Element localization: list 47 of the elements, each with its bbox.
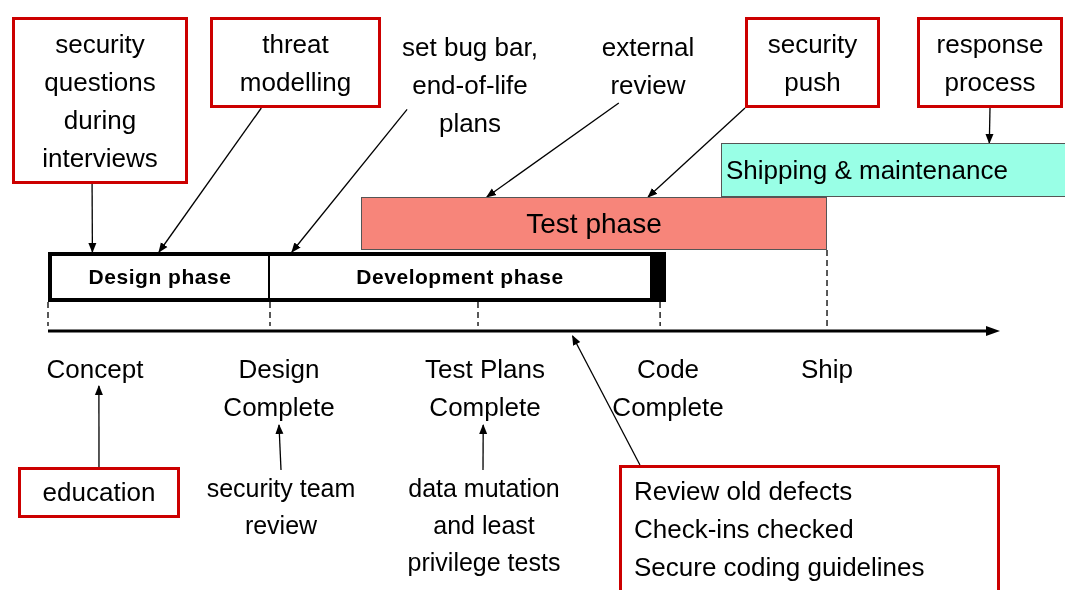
dashed-line xyxy=(659,301,661,327)
arrow xyxy=(479,424,488,471)
node-text: Code Complete xyxy=(611,353,725,424)
node-text: Test phase xyxy=(526,206,662,241)
node-text: Shipping & maintenance xyxy=(726,153,1008,187)
callout-box xyxy=(210,17,381,108)
dashed-line xyxy=(269,301,271,327)
node-text: Review old defects xyxy=(634,475,853,508)
phase-bar xyxy=(268,252,666,302)
callout-box xyxy=(18,467,180,518)
callout-box xyxy=(619,465,1000,590)
timeline-axis xyxy=(48,326,1000,336)
arrow xyxy=(291,108,408,253)
arrow xyxy=(486,102,620,198)
dashed-line xyxy=(477,301,479,327)
arrow xyxy=(275,424,284,471)
node-text: Ship xyxy=(800,353,853,386)
node-text: set bug bar, end-of-life plans xyxy=(401,31,539,140)
node-text: security questions during interviews xyxy=(41,27,159,175)
phase-bar xyxy=(361,197,827,250)
node-text: security team review xyxy=(205,473,357,541)
node-text: Design phase xyxy=(88,264,232,291)
arrow xyxy=(94,385,103,468)
dashed-line xyxy=(826,249,828,327)
node-text: response process xyxy=(935,27,1045,99)
phase-bar xyxy=(48,252,270,302)
node-text: Concept xyxy=(46,353,144,386)
node-text: Check-ins checked xyxy=(634,513,854,546)
node-text: external review xyxy=(600,31,696,102)
arrow xyxy=(88,183,97,253)
arrow xyxy=(158,107,262,253)
node-text: Development phase xyxy=(356,264,564,291)
callout-box xyxy=(917,17,1063,108)
callout-box xyxy=(12,17,188,184)
node-text: Secure coding guidelines xyxy=(634,551,925,584)
callout-box xyxy=(745,17,880,108)
node-text: threat modelling xyxy=(238,27,353,99)
node-text: security push xyxy=(766,27,859,99)
arrow xyxy=(985,107,994,144)
phase-bar xyxy=(721,143,1065,197)
dashed-line xyxy=(47,301,49,327)
node-text: Test Plans Complete xyxy=(424,353,546,424)
arrow xyxy=(647,107,746,198)
node-text: data mutation and least privilege tests xyxy=(406,473,562,578)
arrow xyxy=(571,335,641,466)
node-text: Design Complete xyxy=(222,353,336,424)
node-text: education xyxy=(42,476,156,509)
